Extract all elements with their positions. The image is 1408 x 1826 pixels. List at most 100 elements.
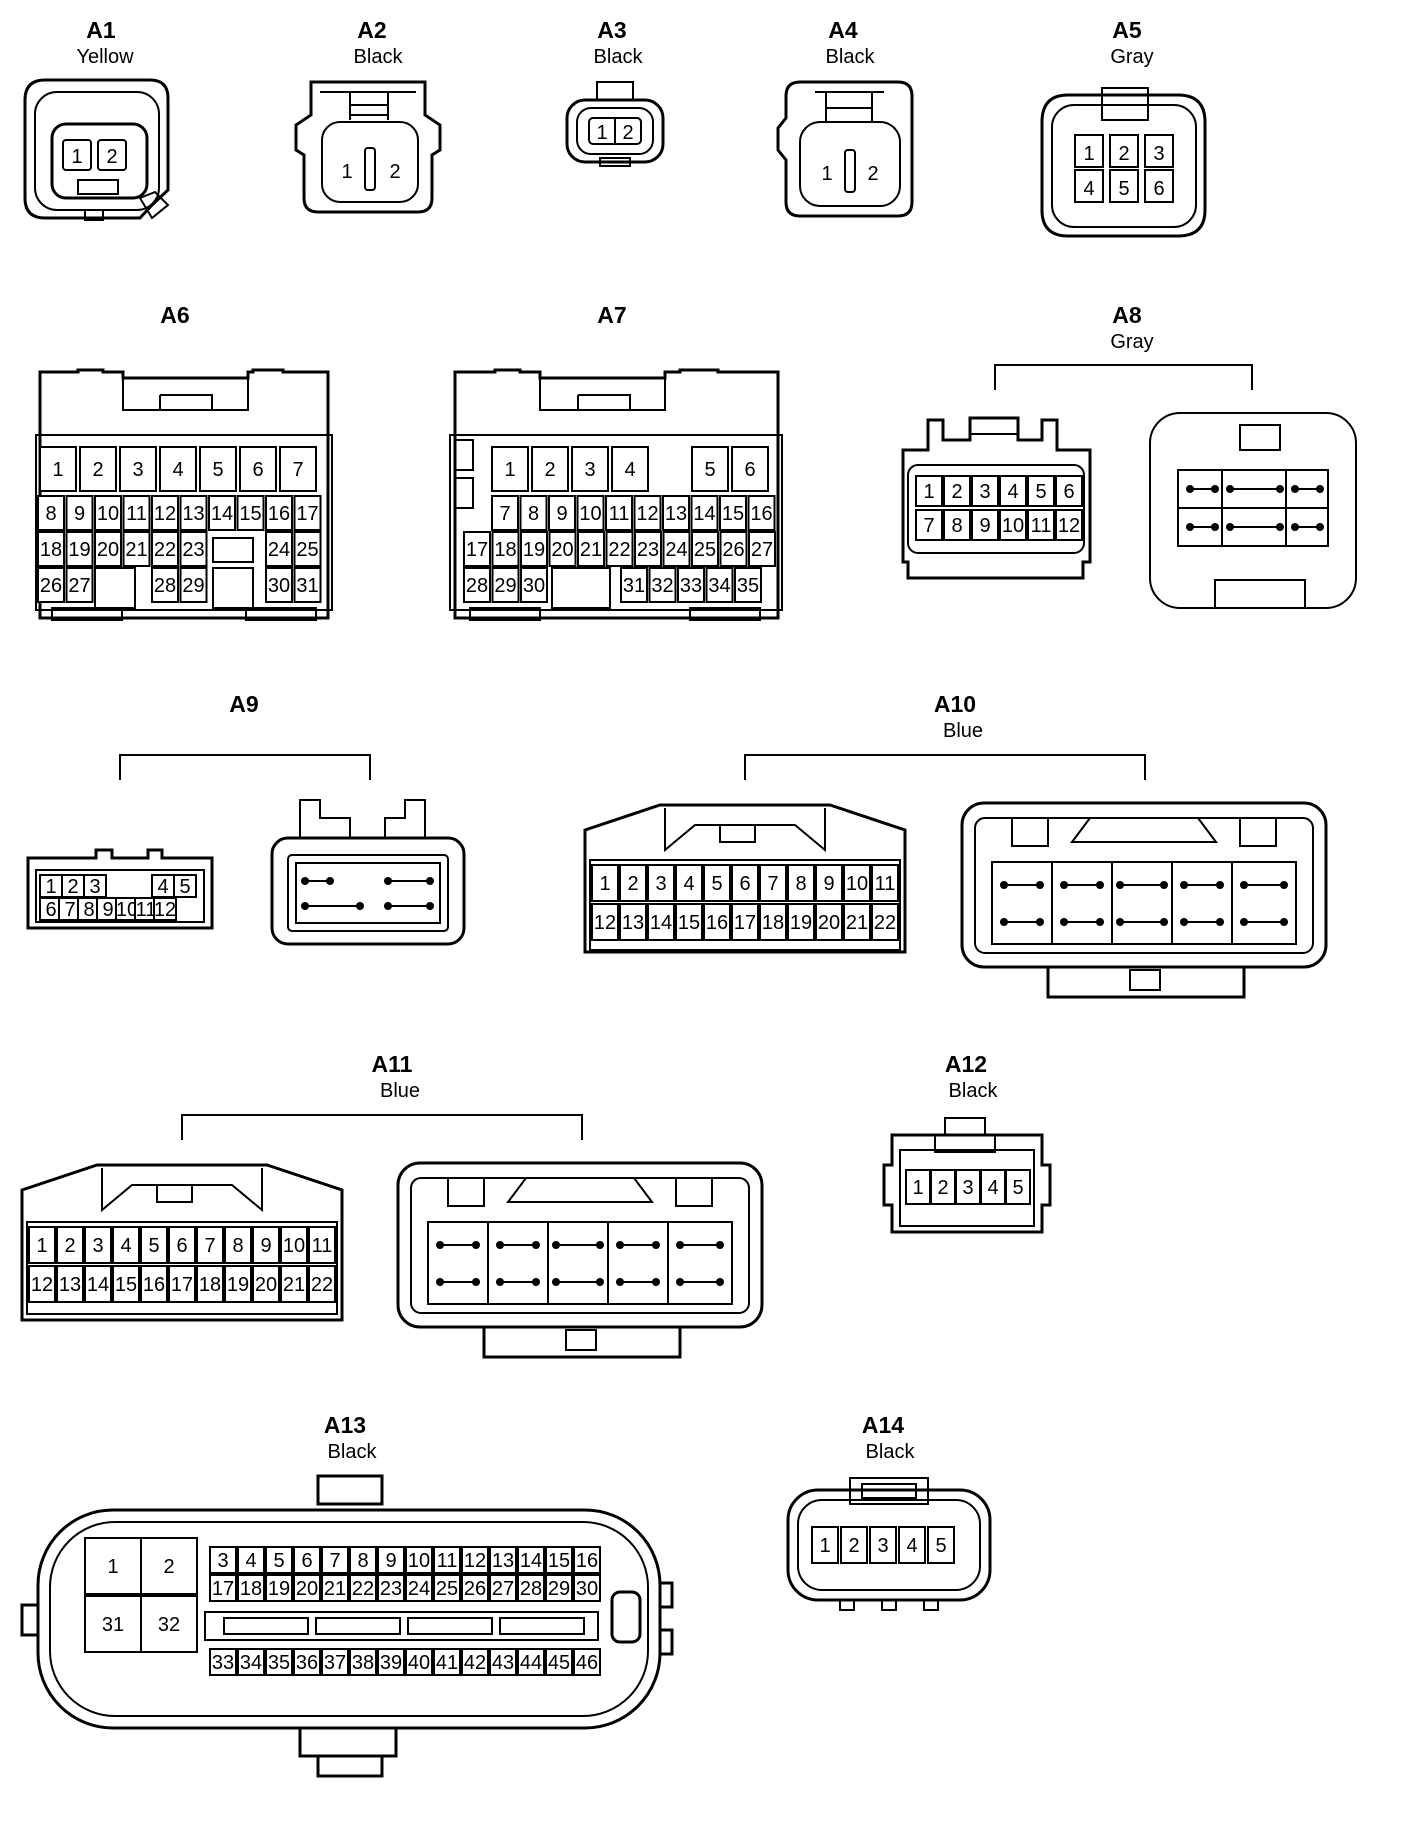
terminal-dot (1000, 918, 1008, 926)
pin-cell (122, 495, 151, 531)
pin: 18 (240, 1578, 262, 1600)
pin-cell (293, 1648, 321, 1676)
pin: 29 (494, 575, 516, 597)
pin: 12 (636, 503, 658, 525)
pin: 18 (40, 539, 62, 561)
terminal-dot (356, 902, 364, 910)
pin: 9 (102, 899, 113, 921)
pin-cell (520, 531, 548, 567)
pin-cell (265, 1546, 293, 1574)
connector-a1-id: A1 (86, 17, 116, 43)
terminal-dot (1096, 881, 1104, 889)
pin-cell (747, 495, 776, 531)
pin: 10 (408, 1550, 430, 1572)
pin-cell (151, 567, 179, 603)
pin: 4 (245, 1550, 256, 1572)
pin: 34 (708, 575, 730, 597)
pin-cell (1027, 475, 1055, 507)
terminal-dot (716, 1241, 724, 1249)
pin-cell (871, 864, 899, 902)
pin-cell (611, 446, 649, 492)
pin: 4 (120, 1235, 131, 1257)
pin: 30 (268, 575, 290, 597)
pin: 5 (935, 1535, 946, 1557)
connector-a2-id: A2 (357, 17, 386, 43)
terminal-dot (1316, 523, 1324, 531)
pin-cell (999, 475, 1027, 507)
pin: 18 (199, 1274, 221, 1296)
pin-cell (209, 1574, 237, 1602)
pin-cell (56, 1265, 84, 1303)
pin: 8 (232, 1235, 243, 1257)
latch-rail (204, 1611, 599, 1641)
pin: 17 (296, 503, 318, 525)
terminal-dot (1060, 918, 1068, 926)
pin: 2 (67, 876, 78, 898)
pin: 3 (962, 1177, 973, 1199)
connector-a10: A10 Blue (583, 691, 1328, 999)
pin: 18 (494, 539, 516, 561)
pin: 19 (227, 1274, 249, 1296)
keyway (94, 567, 136, 609)
mating-face (427, 1221, 733, 1305)
pin: 35 (268, 1652, 290, 1674)
terminal-dot (616, 1241, 624, 1249)
pin-cell (140, 1226, 168, 1264)
pin: 6 (1063, 481, 1074, 503)
pin-cell (39, 446, 77, 492)
pin: 24 (268, 539, 290, 561)
pin: 8 (951, 515, 962, 537)
pin: 7 (292, 459, 303, 481)
pin-cell (548, 531, 577, 567)
pin: 12 (31, 1274, 53, 1296)
keyway (407, 1617, 493, 1635)
terminal-dot (652, 1278, 660, 1286)
pin-cell (173, 874, 197, 898)
connector-a4-color: Black (826, 46, 876, 68)
pin: 9 (823, 873, 834, 895)
pin-cell (787, 903, 815, 941)
pin: 3 (92, 1235, 103, 1257)
terminal-dot (1186, 523, 1194, 531)
pin-cell (491, 531, 520, 567)
pin: 11 (312, 1235, 333, 1257)
pin-cell (237, 1574, 265, 1602)
pin-cell (843, 903, 871, 941)
pin-cell (463, 531, 491, 567)
pin: 30 (576, 1578, 598, 1600)
terminal-dot (1216, 918, 1224, 926)
pin: 5 (1035, 481, 1046, 503)
pin: 14 (211, 503, 233, 525)
pin: 5 (148, 1235, 159, 1257)
pin: 10 (579, 503, 601, 525)
terminal-dot (596, 1241, 604, 1249)
terminal-dot (1276, 523, 1284, 531)
pin: 37 (324, 1652, 346, 1674)
terminal-dot (301, 877, 309, 885)
pin: 22 (311, 1274, 333, 1296)
pin: 3 (217, 1550, 228, 1572)
pin: 1 (819, 1535, 830, 1557)
connector-a2-color: Black (354, 46, 404, 68)
pin-cell (545, 1546, 573, 1574)
pin: 2 (106, 146, 117, 168)
pin-cell (79, 446, 117, 492)
connector-a1-color: Yellow (76, 46, 134, 68)
terminal-dot (1316, 485, 1324, 493)
pin: 12 (1058, 515, 1080, 537)
pin: 2 (92, 459, 103, 481)
pin-cell (433, 1574, 461, 1602)
pin: 16 (268, 503, 290, 525)
connector-a14: A14 Black (786, 1412, 992, 1611)
pin-cell (619, 903, 647, 941)
pin: 25 (436, 1578, 458, 1600)
pin: 34 (240, 1652, 262, 1674)
pin-cell (520, 567, 548, 603)
pin-cell (179, 495, 208, 531)
pin-cell (84, 1595, 142, 1653)
pin: 11 (126, 503, 147, 525)
connector-a5: A5 Gray 1 2 3 4 5 6 (1040, 17, 1207, 238)
pin-cell (489, 1546, 517, 1574)
